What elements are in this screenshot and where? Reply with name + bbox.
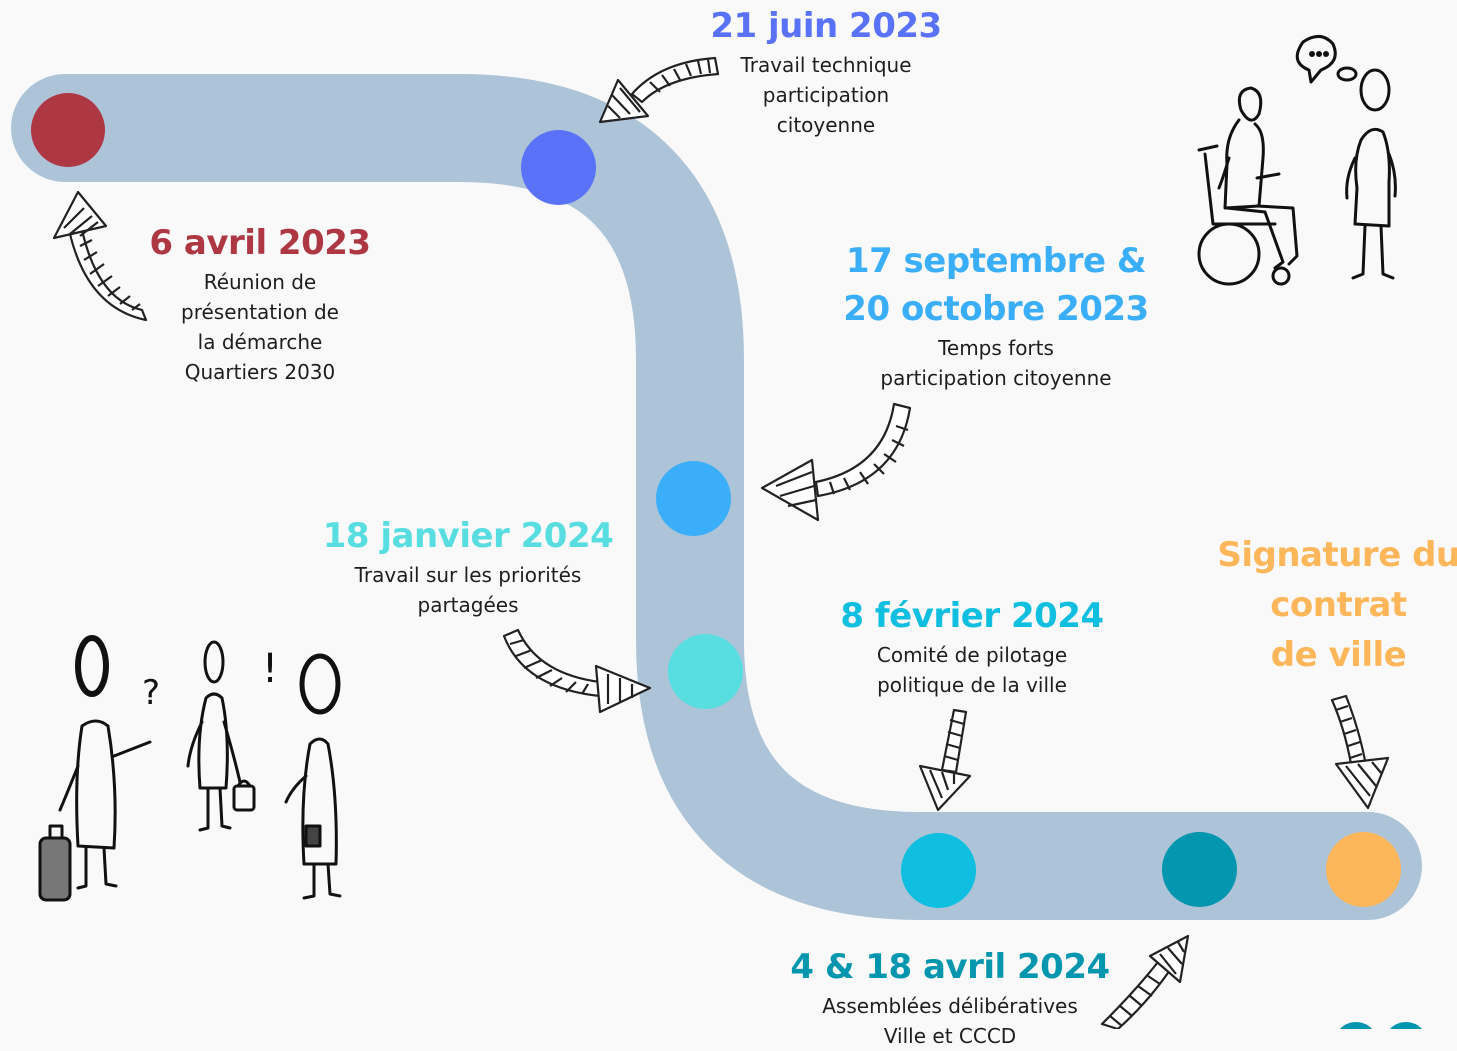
milestone-dot-avril-2024 <box>1162 832 1237 907</box>
suitcase-icon <box>38 836 72 902</box>
desc-line: Réunion de <box>203 270 317 294</box>
date-signature-line3: de ville <box>1270 635 1407 675</box>
label-signature: Signature du contrat de ville <box>1210 530 1457 680</box>
desc-line: participation citoyenne <box>880 366 1112 390</box>
milestone-dot-avril-2023 <box>31 93 105 167</box>
date-janvier-2024: 18 janvier 2024 <box>322 516 614 556</box>
wheelchair-conversation-illustration <box>1185 28 1445 303</box>
date-sept-oct-2023-line2: 20 octobre 2023 <box>843 289 1149 329</box>
speech-bubble-icon <box>1295 35 1337 84</box>
people-with-luggage-illustration: ? ! <box>30 626 360 916</box>
label-avril-2024: 4 & 18 avril 2024 Assemblées délibérativ… <box>790 943 1110 1051</box>
arrow-to-sept-oct-2023-icon <box>760 402 912 522</box>
arrow-to-janvier-2024-icon <box>502 628 652 714</box>
desc-line: participation <box>762 83 890 107</box>
desc-line: présentation de <box>181 300 339 324</box>
milestone-dot-janvier-2024 <box>668 634 743 709</box>
desc-line: Travail technique <box>740 53 912 77</box>
arrow-to-avril-2024-icon <box>1100 934 1190 1029</box>
date-sept-oct-2023-line1: 17 septembre & <box>845 241 1147 281</box>
desc-line: citoyenne <box>776 113 876 137</box>
arrow-to-juin-2023-icon <box>598 56 720 124</box>
desc-line: Quartiers 2030 <box>184 360 336 384</box>
desc-line: Assemblées délibératives <box>822 994 1078 1018</box>
desc-line: politique de la ville <box>877 673 1067 697</box>
date-avril-2024: 4 & 18 avril 2024 <box>790 947 1110 987</box>
label-avril-2023: 6 avril 2023 Réunion de présentation de … <box>130 219 390 387</box>
desc-line: Temps forts <box>938 336 1054 360</box>
handbag-icon <box>232 784 256 812</box>
label-fevrier-2024: 8 février 2024 Comité de pilotage politi… <box>832 592 1112 700</box>
milestone-dot-juin-2023 <box>521 130 596 205</box>
arrow-to-avril-2023-icon <box>52 190 148 322</box>
label-sept-oct-2023: 17 septembre & 20 octobre 2023 Temps for… <box>836 237 1156 393</box>
arrow-to-signature-icon <box>1330 694 1390 810</box>
decorative-circles <box>1339 1022 1423 1029</box>
svg-text:!: ! <box>262 646 278 692</box>
date-avril-2023: 6 avril 2023 <box>149 223 371 263</box>
thought-bubble-icon <box>1336 66 1358 82</box>
date-signature-line2: contrat <box>1270 585 1407 625</box>
label-juin-2023: 21 juin 2023 Travail technique participa… <box>706 2 946 140</box>
wheelchair-icon <box>1197 222 1261 286</box>
date-fevrier-2024: 8 février 2024 <box>840 596 1104 636</box>
arrow-to-fevrier-2024-icon <box>918 708 972 812</box>
milestone-dot-fevrier-2024 <box>901 833 976 908</box>
desc-line: Travail sur les priorités <box>354 563 582 587</box>
desc-line: Comité de pilotage <box>876 643 1068 667</box>
milestone-dot-signature <box>1326 832 1401 907</box>
svg-text:?: ? <box>142 673 160 713</box>
label-janvier-2024: 18 janvier 2024 Travail sur les priorité… <box>318 512 618 620</box>
date-juin-2023: 21 juin 2023 <box>710 6 942 46</box>
date-signature-line1: Signature du <box>1217 535 1457 575</box>
desc-line: Ville et CCCD <box>883 1024 1017 1048</box>
desc-line: la démarche <box>197 330 323 354</box>
desc-line: partagées <box>417 593 519 617</box>
milestone-dot-sept-oct-2023 <box>656 461 731 536</box>
